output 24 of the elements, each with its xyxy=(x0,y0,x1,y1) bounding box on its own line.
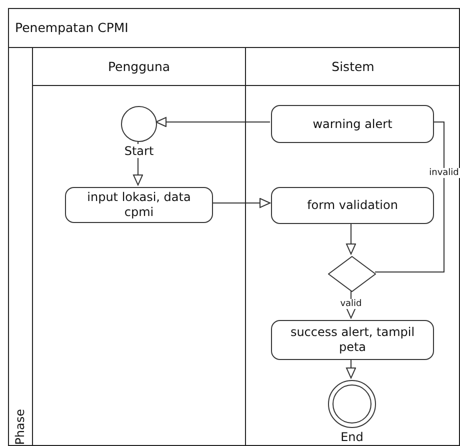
arrow xyxy=(346,290,356,318)
arrow xyxy=(346,222,356,254)
action-box: form validation xyxy=(271,187,434,224)
action-box: warning alert xyxy=(271,105,434,143)
action-box: success alert, tampil peta xyxy=(271,320,434,360)
connector-line xyxy=(374,122,444,272)
phase-band xyxy=(9,47,33,446)
lane-title: Sistem xyxy=(332,59,374,74)
node-caption: End xyxy=(340,430,364,444)
edge-label: valid xyxy=(339,299,363,309)
pool-frame xyxy=(8,8,460,446)
arrow xyxy=(212,198,270,208)
decision-diamond xyxy=(328,256,376,292)
pool-title: Penempatan CPMI xyxy=(15,20,128,35)
arrow xyxy=(346,358,356,378)
action-box: input lokasi, data cpmi xyxy=(65,187,213,223)
lane-title: Pengguna xyxy=(108,59,170,74)
swimlane xyxy=(33,47,246,446)
end-circle xyxy=(328,380,376,428)
arrow xyxy=(156,117,270,127)
edge-label: invalid xyxy=(428,168,460,178)
node-caption: Start xyxy=(124,144,154,158)
start-circle xyxy=(121,106,157,142)
phase-title: Phase xyxy=(13,409,28,445)
